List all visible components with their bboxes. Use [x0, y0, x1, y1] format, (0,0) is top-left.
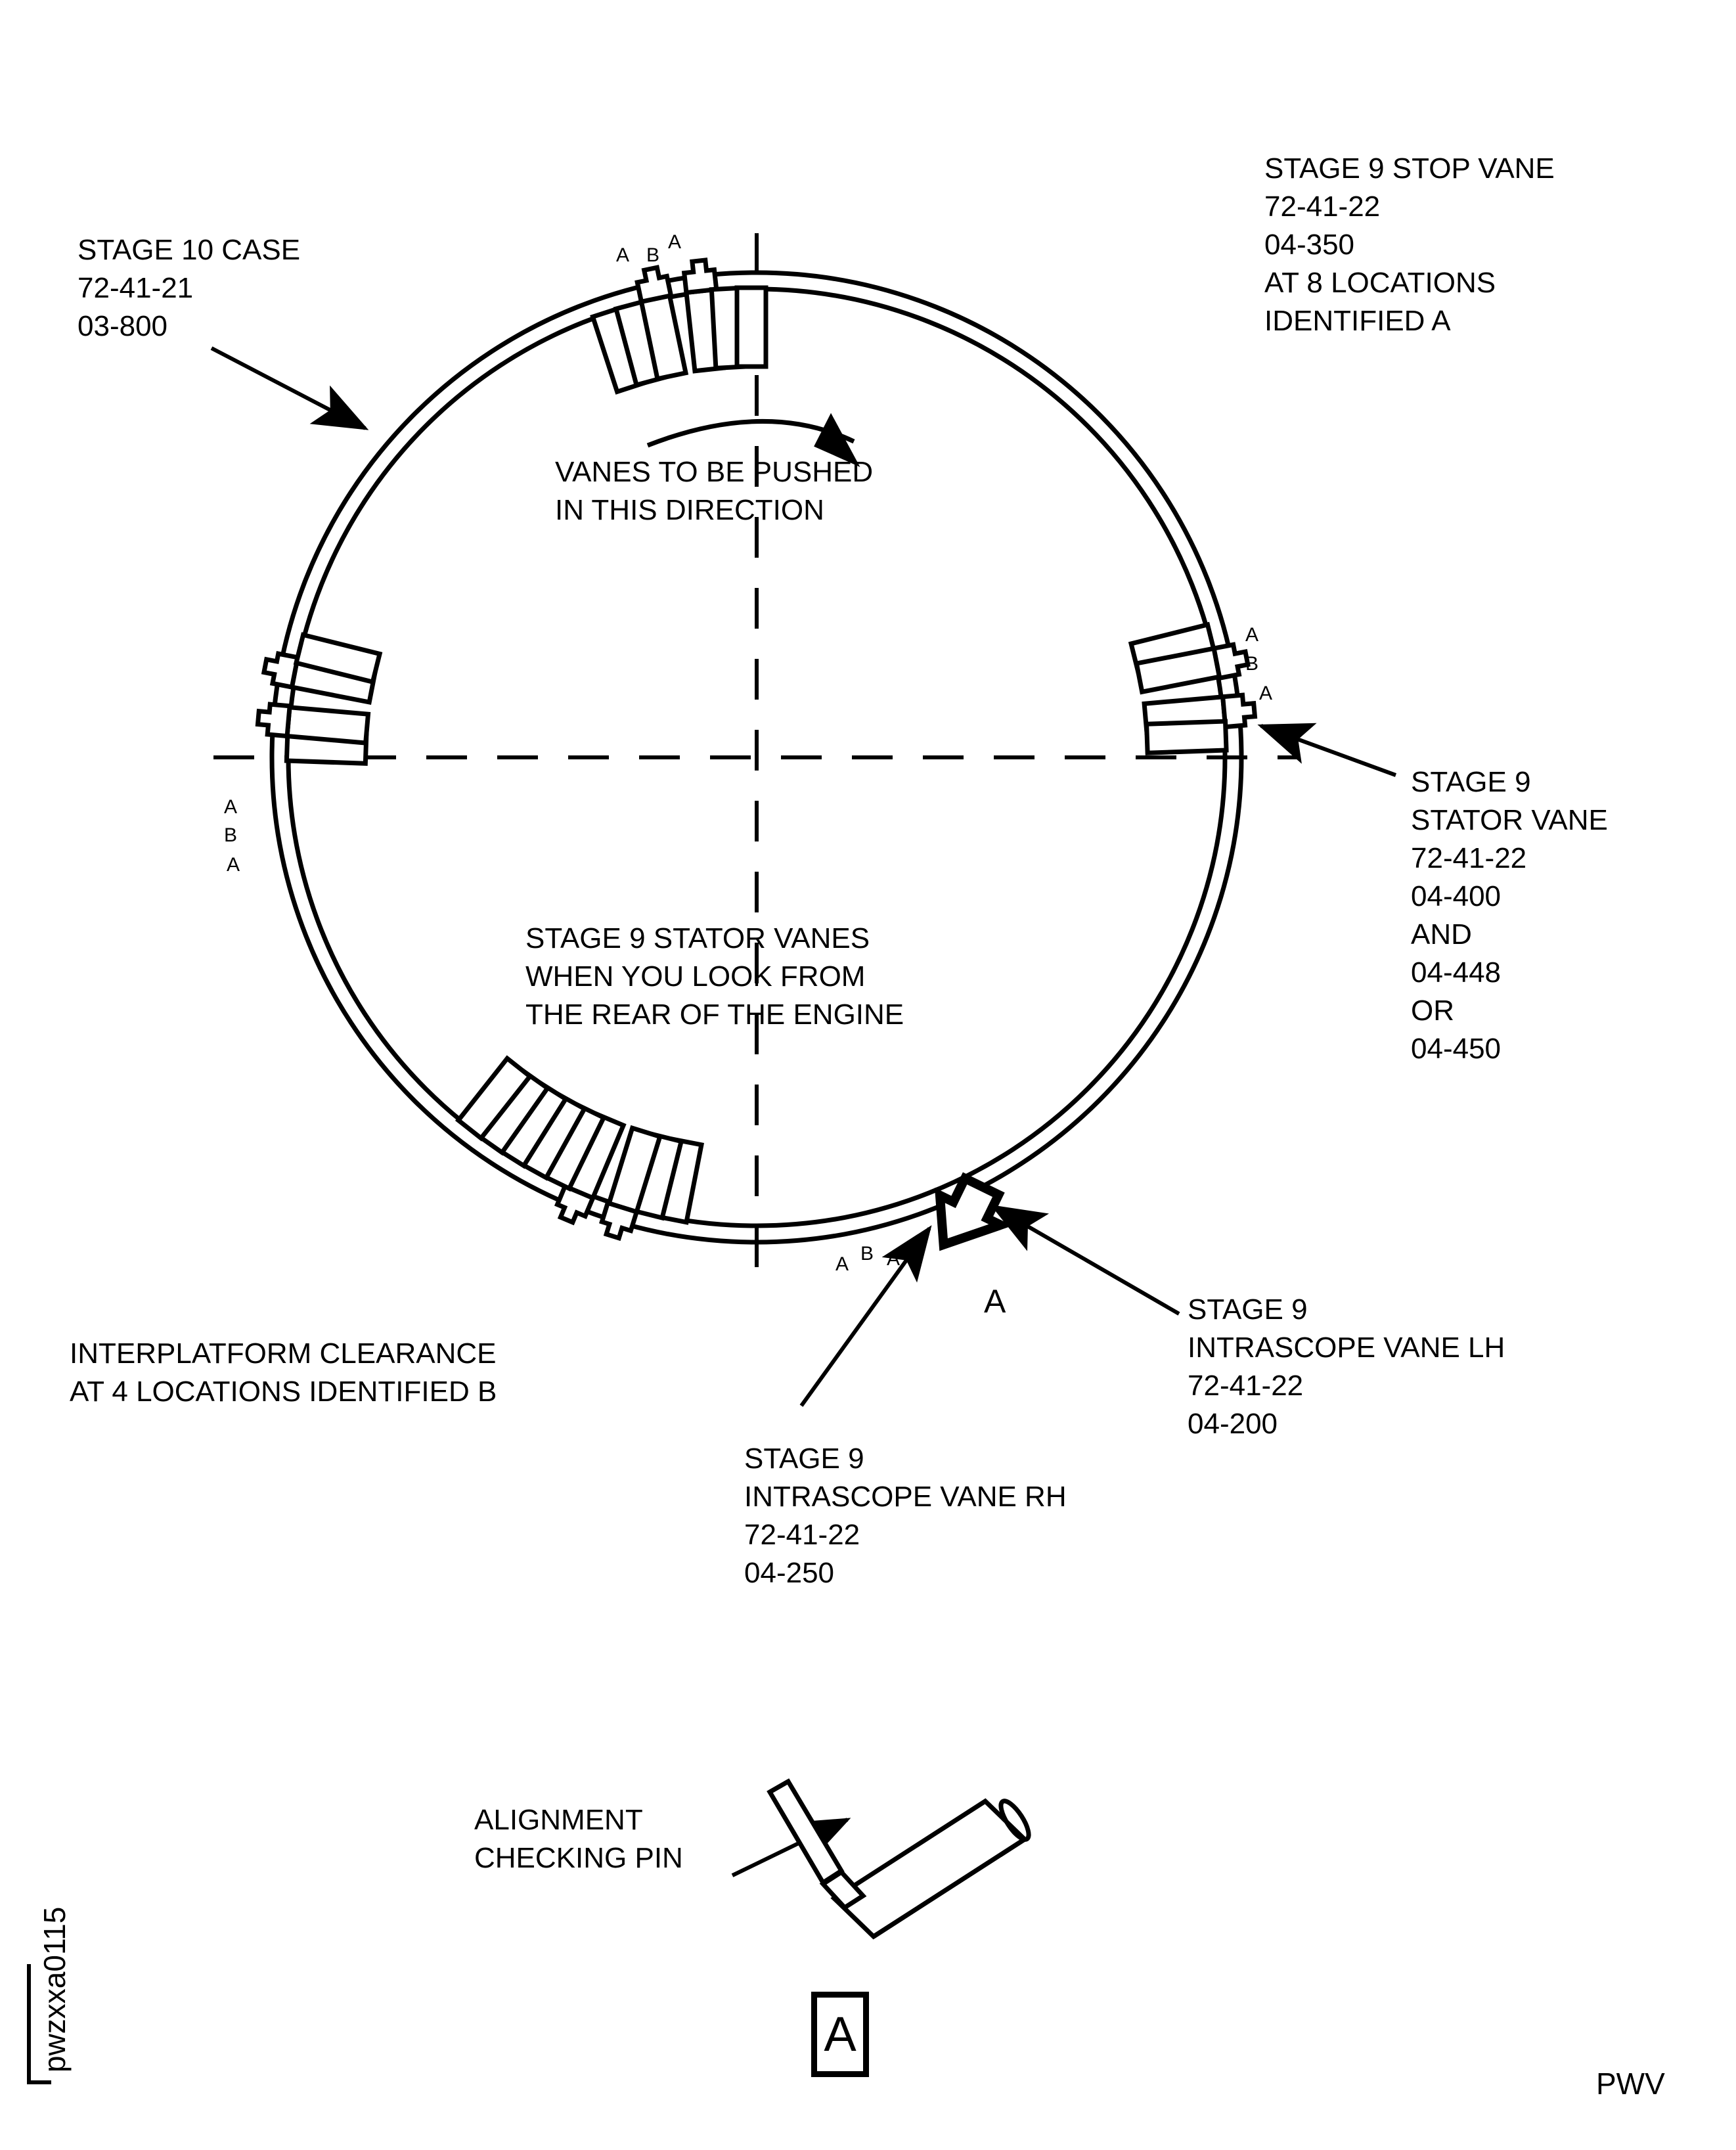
view-arrow-label-a: A	[984, 1283, 1006, 1320]
vane-cluster-right	[1128, 621, 1258, 755]
label-stage-10-case: STAGE 10 CASE 72-41-21 03-800	[78, 234, 301, 342]
stator-vane-blade	[293, 632, 383, 685]
centerlines	[213, 233, 1297, 1281]
alignment-checking-pin	[767, 1778, 1031, 1940]
view-direction-arrow-a	[935, 1172, 1013, 1251]
stop-vane-head	[1220, 692, 1258, 730]
marker-right-a2: A	[1259, 683, 1273, 704]
stator-vane-blade	[284, 704, 371, 746]
figure-code-bracket	[27, 1964, 51, 2084]
source-code: PWV	[1596, 2067, 1665, 2101]
pin-tip-cap	[768, 1779, 790, 1795]
marker-bottom-a1: A	[835, 1253, 849, 1275]
leader-intrascope-lh	[990, 1204, 1180, 1316]
marker-top-a1: A	[616, 244, 630, 266]
marker-bottom-b: B	[860, 1243, 874, 1265]
vane-cluster-left	[255, 632, 383, 766]
label-stator-vanes-view: STAGE 9 STATOR VANES WHEN YOU LOOK FROM …	[525, 922, 904, 1031]
label-intrascope-vane-rh: STAGE 9 INTRASCOPE VANE RH 72-41-22 04-2…	[744, 1443, 1067, 1589]
marker-left-a1: A	[224, 796, 238, 818]
intrascope-vane-blade	[455, 1055, 533, 1142]
stop-vane-head	[599, 1199, 640, 1242]
stop-vane-head	[634, 265, 674, 305]
label-alignment-checking-pin: ALIGNMENT CHECKING PIN	[474, 1804, 683, 1874]
stop-vane-head	[1211, 642, 1251, 681]
leader-stage10-case	[210, 346, 369, 430]
label-intrascope-vane-lh: STAGE 9 INTRASCOPE VANE LH 72-41-22 04-2…	[1188, 1293, 1505, 1440]
vane-cluster-top	[590, 258, 768, 395]
label-push-direction: VANES TO BE PUSHED IN THIS DIRECTION	[555, 456, 874, 526]
pin-end-cap	[998, 1799, 1031, 1842]
stop-vane-head	[554, 1183, 596, 1226]
stop-vane-head	[255, 702, 292, 739]
label-stage-9-stator-vane: STAGE 9 STATOR VANE 72-41-22 04-400 AND …	[1411, 766, 1608, 1065]
vane-cluster-bottom	[455, 1055, 705, 1242]
marker-left-a2: A	[227, 854, 240, 876]
marker-bottom-a2: A	[887, 1248, 901, 1270]
marker-right-b: B	[1245, 653, 1259, 675]
detail-reference-box-a: A	[811, 1992, 869, 2077]
pin-body	[830, 1798, 1029, 1940]
case-outer-circle	[269, 270, 1244, 1245]
stator-vane-blade	[1144, 719, 1229, 755]
figure-code: pwzxxa0115	[37, 1906, 72, 2072]
push-direction-arrow	[646, 413, 860, 467]
leader-lines	[210, 346, 1397, 1877]
marker-top-b: B	[646, 244, 660, 266]
label-interplatform-clearance: INTERPLATFORM CLEARANCE AT 4 LOCATIONS I…	[70, 1337, 497, 1408]
stator-vane-blade	[734, 285, 768, 369]
label-stage-9-stop-vane: STAGE 9 STOP VANE 72-41-22 04-350 AT 8 L…	[1264, 152, 1555, 337]
pin-end-edge	[872, 1837, 1026, 1938]
marker-left-b: B	[224, 824, 238, 846]
stop-vane-head	[681, 258, 719, 296]
leader-stage9-stator-vane	[1257, 723, 1397, 777]
stop-vane-head	[261, 651, 301, 690]
leader-alignment-pin	[731, 1818, 851, 1877]
pin-tip	[767, 1778, 845, 1886]
marker-right-a1: A	[1245, 624, 1259, 646]
marker-top-a2: A	[668, 231, 682, 253]
leader-intrascope-rh	[799, 1225, 932, 1407]
detail-box-letter: A	[824, 2007, 857, 2061]
